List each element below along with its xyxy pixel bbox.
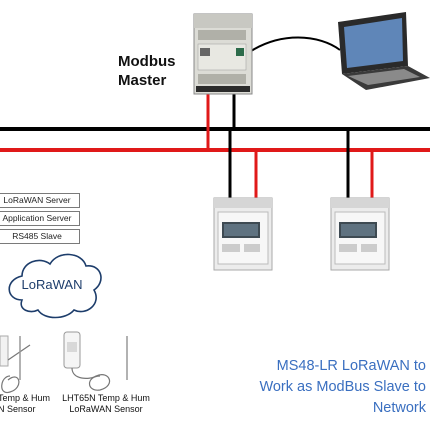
sensor-1-device bbox=[0, 335, 31, 394]
modbus-master-plc bbox=[193, 13, 253, 95]
caption-line2: Work as ModBus Slave to bbox=[259, 379, 426, 395]
stack-rs485-slave: RS485 Slave bbox=[0, 229, 80, 244]
plc-laptop-cable bbox=[244, 36, 341, 56]
sensor-2-label-line1: LHT65N Temp & Hum bbox=[62, 393, 150, 403]
sensor-1-label-line2: N Sensor bbox=[0, 404, 36, 414]
modbus-master-label: Modbus Master bbox=[118, 52, 198, 90]
master-label-line1: Modbus bbox=[118, 53, 176, 70]
sensor-1-label-line1: Temp & Hum bbox=[0, 393, 51, 403]
caption-line1: MS48-LR LoRaWAN to bbox=[276, 358, 426, 374]
sensor-1-label: Temp & Hum N Sensor bbox=[0, 393, 50, 415]
stack-application-server: Application Server bbox=[0, 211, 80, 226]
caption-line3: Network bbox=[372, 400, 426, 416]
stack-lorawan-server: LoRaWAN Server bbox=[0, 193, 80, 208]
lorawan-cloud-icon bbox=[8, 253, 102, 319]
laptop-icon bbox=[338, 12, 430, 90]
energy-meter-2 bbox=[330, 197, 390, 271]
lorawan-cloud-label: LoRaWAN bbox=[21, 277, 83, 292]
master-label-line2: Master bbox=[118, 72, 167, 89]
energy-meter-1 bbox=[213, 197, 273, 271]
sensor-2-label: LHT65N Temp & Hum LoRaWAN Sensor bbox=[56, 393, 156, 415]
sensor-2-label-line2: LoRaWAN Sensor bbox=[69, 404, 143, 414]
sensor-2-device bbox=[63, 331, 128, 391]
